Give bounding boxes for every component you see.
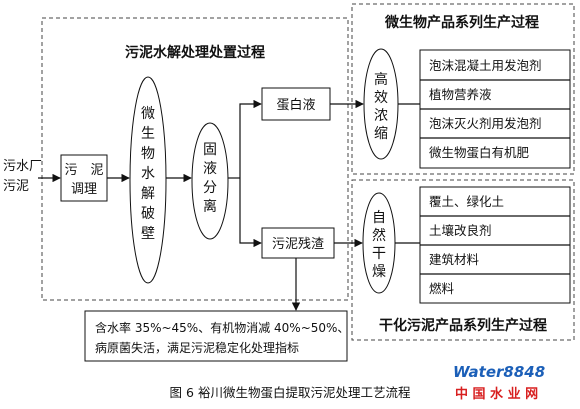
conditioning-line1: 污 泥 <box>64 163 103 178</box>
watermark-brand: Water8848 <box>453 363 545 381</box>
vertical-label-char: 效 <box>374 90 388 106</box>
source-label: 污水厂 污泥 <box>3 159 42 194</box>
vertical-label-char: 缩 <box>374 126 388 142</box>
protein-liquid-box <box>261 87 331 121</box>
figure-caption: 图 6 裕川微生物蛋白提取污泥处理工艺流程 <box>170 385 411 400</box>
vertical-label-char: 液 <box>203 161 217 177</box>
micro-product-item: 植物营养液 <box>429 87 492 102</box>
flow-connectors <box>38 99 420 311</box>
watermark-logo: Water8848 中 国 水 业 网 <box>453 363 545 402</box>
micro-product-item: 泡沫混凝土用发泡剂 <box>429 58 542 73</box>
vertical-label-char: 然 <box>372 227 386 244</box>
vertical-label-char: 离 <box>203 198 217 215</box>
result-note-box <box>84 310 348 362</box>
vertical-label-char: 干 <box>372 246 386 262</box>
dry-products-table: 覆土、绿化土 土壤改良剂 建筑材料 燃料 <box>419 186 571 304</box>
solid-liquid-node <box>191 122 229 240</box>
vertical-label-char: 自 <box>372 210 386 226</box>
arrow-to-sludge-residue <box>239 178 262 248</box>
vertical-label-char: 解 <box>141 186 155 202</box>
dry-product-item: 土壤改良剂 <box>429 223 492 238</box>
source-line2: 污泥 <box>3 179 29 194</box>
vertical-label-char: 水 <box>141 166 155 182</box>
micro-products-table: 泡沫混凝土用发泡剂 植物营养液 泡沫灭火剂用发泡剂 微生物蛋白有机肥 <box>419 49 571 169</box>
dry-product-item: 建筑材料 <box>429 252 480 267</box>
vertical-label-char: 生 <box>141 126 155 142</box>
vertical-label-char: 燥 <box>372 264 386 280</box>
conditioning-line2: 调理 <box>71 182 97 197</box>
conditioning-box <box>60 154 108 202</box>
watermark-sub: 中 国 水 业 网 <box>455 386 538 402</box>
hydrolysis-title: 污泥水解处理处置过程 <box>125 44 265 61</box>
vertical-label-char: 微 <box>141 106 155 122</box>
sludge-residue-box <box>261 227 335 259</box>
vertical-label-char: 浓 <box>374 108 388 124</box>
vertical-label-char: 壁 <box>141 226 155 242</box>
micro-hydrolysis-node <box>129 76 167 284</box>
micro-products-title: 微生物产品系列生产过程 <box>384 14 539 31</box>
vertical-label-char: 物 <box>141 146 155 162</box>
vertical-label-char: 破 <box>141 206 155 222</box>
micro-product-item: 泡沫灭火剂用发泡剂 <box>429 116 542 131</box>
dry-product-item: 覆土、绿化土 <box>429 194 504 209</box>
arrow-to-protein-liquid <box>239 99 262 178</box>
micro-product-item: 微生物蛋白有机肥 <box>429 145 530 160</box>
result-note-line1: 含水率 35%~45%、有机物消减 40%~50%、 <box>95 320 349 335</box>
vertical-label-char: 分 <box>203 180 217 196</box>
sludge-residue-label: 污泥残渣 <box>272 237 324 252</box>
protein-liquid-label: 蛋白液 <box>276 97 315 113</box>
vertical-label-char: 固 <box>203 142 217 158</box>
dry-products-title: 干化污泥产品系列生产过程 <box>379 317 547 334</box>
vertical-label-char: 高 <box>374 71 388 88</box>
dry-product-item: 燃料 <box>429 281 455 296</box>
source-line1: 污水厂 <box>3 159 42 174</box>
dry-products-region <box>351 179 575 341</box>
result-note-line2: 病原菌失活，满足污泥稳定化处理指标 <box>95 340 299 355</box>
